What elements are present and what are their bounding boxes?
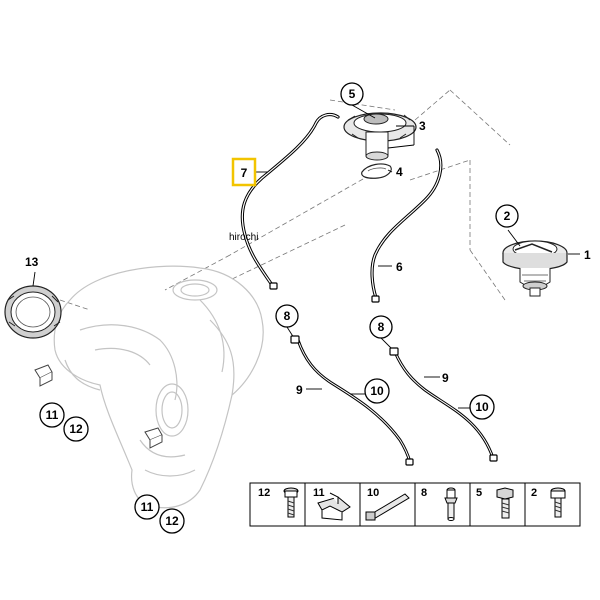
cable-tie-10-icon: [365, 493, 410, 521]
callout-8-right: 8: [369, 315, 393, 339]
strip-label-1: 11: [313, 487, 325, 499]
callout-2-label: 2: [504, 209, 511, 223]
callout-10-left: 10: [364, 378, 390, 404]
callout-9-right-label: 9: [442, 371, 449, 385]
callout-10-right: 10: [469, 394, 495, 420]
seal-ring-13: [4, 285, 62, 339]
bracket-clip-11-icon: [317, 492, 351, 521]
dashed-leaders: [59, 89, 511, 311]
callout-9-left-label: 9: [296, 383, 303, 397]
hose-6-inner: [371, 149, 442, 299]
parts-strip: 12 11 10 8 5 2: [249, 482, 581, 527]
callout-11-upper-label: 11: [46, 408, 59, 422]
gasket-4: [361, 163, 392, 179]
callout-7-label: 7: [241, 166, 248, 180]
callout-leaders: [32, 104, 580, 409]
watermark-text: hirochi: [229, 232, 258, 243]
screw-12-icon: [283, 487, 299, 518]
callout-1-label: 1: [584, 248, 591, 262]
callout-12-upper: 12: [63, 416, 89, 442]
callout-5-top-label: 5: [349, 87, 356, 101]
hose-9-left-inner: [297, 339, 411, 463]
callout-12-lower: 12: [159, 508, 185, 534]
callout-3-label: 3: [419, 119, 426, 133]
callout-10-right-label: 10: [475, 400, 489, 414]
strip-label-2: 10: [367, 487, 379, 499]
strip-label-4: 5: [476, 487, 482, 499]
pump-flange-assembly: [343, 112, 417, 161]
callout-2: 2: [495, 204, 519, 228]
callout-8-left-label: 8: [284, 309, 291, 323]
filler-cap-assembly: [502, 240, 568, 297]
fuel-tank: [53, 265, 264, 509]
callout-11-upper: 11: [39, 402, 65, 428]
strip-label-5: 2: [531, 487, 537, 499]
hose-9-left: [296, 338, 412, 464]
tank-brackets: [34, 364, 163, 449]
callout-7-highlighted: 7: [231, 157, 257, 187]
callout-12-upper-label: 12: [69, 422, 83, 436]
callout-12-lower-label: 12: [165, 514, 179, 528]
callout-8-right-label: 8: [378, 320, 385, 334]
callout-4-label: 4: [396, 165, 403, 179]
hose-9-right-inner: [394, 351, 494, 459]
callout-5-top: 5: [340, 82, 364, 106]
callout-6-label: 6: [396, 260, 403, 274]
callout-11-lower: 11: [134, 494, 160, 520]
strip-label-3: 8: [421, 487, 427, 499]
callout-13-label: 13: [25, 255, 39, 269]
strip-label-0: 12: [258, 487, 270, 499]
hose-connector-8-icon: [444, 487, 458, 521]
callout-11-lower-label: 11: [141, 500, 154, 514]
hex-bolt-5-icon: [496, 487, 514, 519]
hose-connectors: [269, 282, 498, 466]
hose-7-inner: [241, 113, 339, 286]
hose-7: [240, 112, 340, 287]
callout-10-left-label: 10: [370, 384, 384, 398]
callout-8-left: 8: [275, 304, 299, 328]
socket-screw-2-icon: [550, 487, 566, 518]
